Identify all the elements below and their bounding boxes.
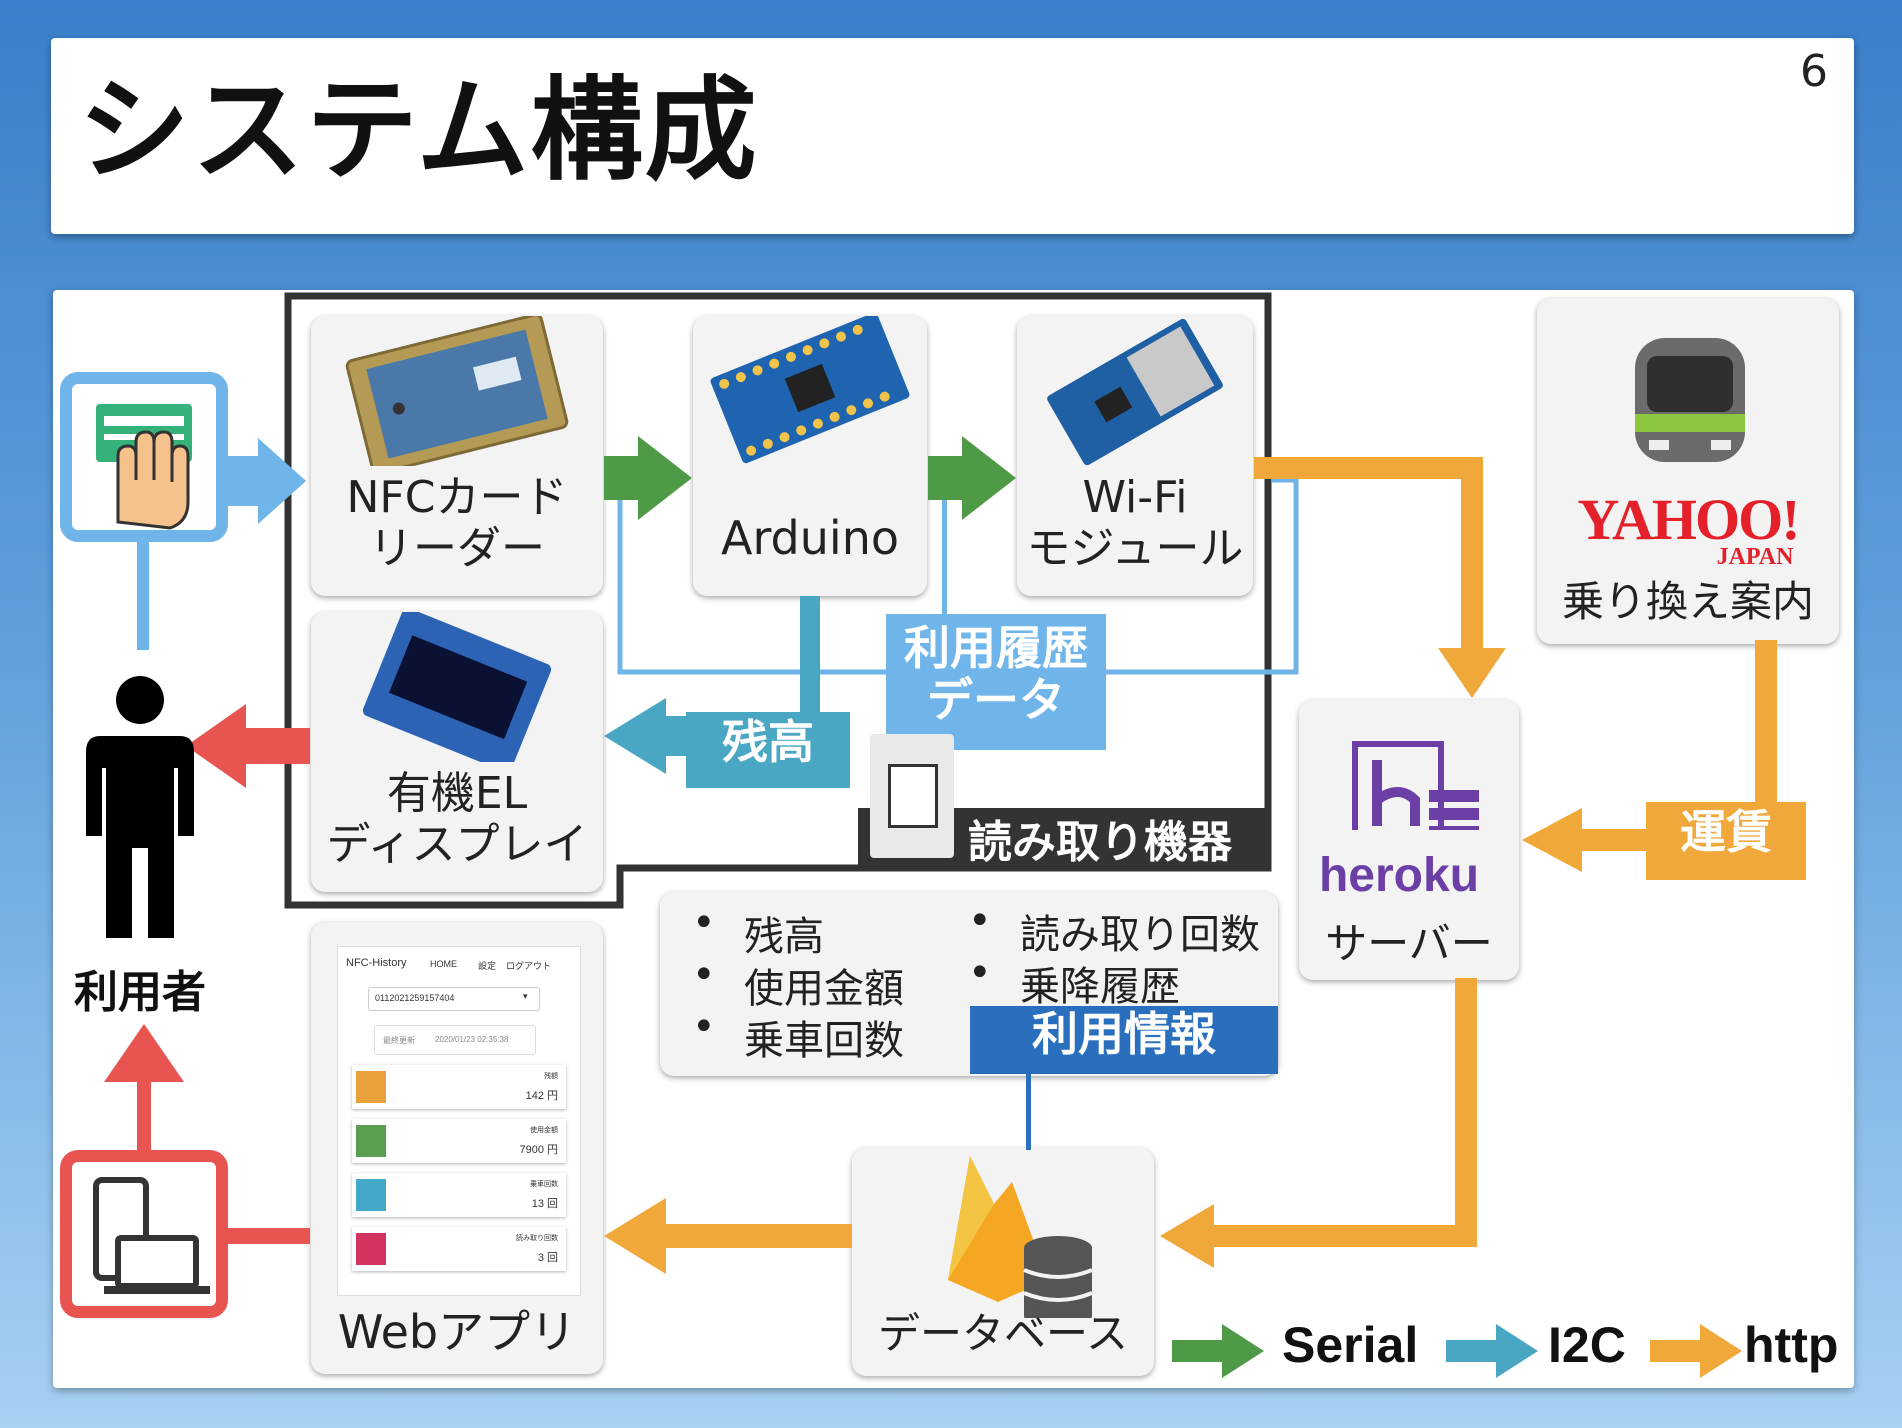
legend-http-label: http: [1744, 1317, 1839, 1373]
wifi-module-label: Wi-Fi モジュール: [1026, 472, 1244, 575]
nfc-small-icon: [356, 1233, 386, 1265]
webapp-row-label: 読み取り回数: [516, 1235, 558, 1242]
arduino-card: Arduino: [693, 312, 927, 596]
user-card-link: [137, 530, 149, 650]
history-data-line: [617, 477, 1299, 675]
server-card: heroku サーバー: [1299, 700, 1519, 980]
webapp-brand: NFC-History: [346, 957, 407, 969]
webapp-row-label: 使用金額: [530, 1127, 558, 1134]
webapp-card: NFC-History HOME 設定 ログアウト 01120212591574…: [311, 922, 603, 1374]
webapp-card-select[interactable]: 0112021259157404 ▾: [368, 987, 540, 1011]
legend-arrows: [1172, 1324, 1742, 1378]
usage-item: 読み取り回数: [950, 898, 1260, 958]
yahoo-transit-label: 乗り換え案内: [1561, 577, 1814, 626]
webapp-card-id: 0112021259157404: [375, 993, 455, 1003]
legend-i2c-arrow: [1496, 1324, 1538, 1378]
serial-arrow-arduino-wifi: [962, 436, 1016, 520]
wifi-module-card: Wi-Fi モジュール: [1017, 316, 1253, 596]
oled-display-card: 有機EL ディスプレイ: [311, 608, 603, 892]
page-number: 6: [1800, 46, 1828, 97]
user-label: 利用者: [74, 967, 206, 1018]
title-banner: [51, 38, 1854, 234]
webapp-row-rides: 乗車回数 13 回: [352, 1173, 566, 1217]
usage-item: 乗車回数: [674, 1004, 904, 1064]
nfc-reader-label: NFCカード リーダー: [346, 472, 568, 575]
yahoo-logo-sub: JAPAN: [1716, 544, 1794, 570]
i2c-arrow-arduino-oled: [604, 698, 666, 774]
webapp-updated-box: 最終更新 2020/01/23 02:35:38: [374, 1025, 536, 1055]
legend-serial-label: Serial: [1282, 1317, 1419, 1373]
wifi-module-image: [1047, 318, 1223, 466]
webapp-row-label: 残額: [544, 1073, 558, 1080]
webapp-updated-value: 2020/01/23 02:35:38: [435, 1035, 509, 1044]
chevron-down-icon: ▾: [523, 991, 528, 1001]
http-arrow-db-webapp: [604, 1198, 666, 1274]
cash-icon: [356, 1125, 386, 1157]
webapp-label: Webアプリ: [337, 1305, 577, 1359]
webapp-row-balance: 残額 142 円: [352, 1065, 566, 1109]
balance-tag: 残高: [686, 712, 850, 788]
webapp-nav-logout[interactable]: ログアウト: [506, 961, 552, 971]
slide-title: システム構成: [78, 66, 759, 196]
usage-items-right: 読み取り回数 乗降履歴: [950, 898, 1260, 1010]
webapp-nav-settings[interactable]: 設定: [478, 961, 497, 971]
card-touch-icon: [60, 372, 228, 542]
yahoo-logo: YAHOO!: [1577, 487, 1800, 552]
device-group-label: 読み取り機器: [968, 817, 1232, 868]
serial-arrow-nfc-arduino: [638, 436, 692, 520]
person-icon: [86, 676, 194, 938]
usage-info-tag: 利用情報: [970, 1006, 1278, 1074]
arduino-label: Arduino: [720, 511, 899, 565]
usage-item: 乗降履歴: [950, 950, 1260, 1010]
webapp-row-spent: 使用金額 7900 円: [352, 1119, 566, 1163]
history-data-tag: 利用履歴 データ: [886, 614, 1106, 750]
nfc-reader-image: [345, 313, 569, 475]
nfc-reader-card: NFCカード リーダー: [311, 313, 603, 596]
train-icon: [1635, 338, 1745, 462]
usage-item: 使用金額: [674, 952, 904, 1012]
heroku-logo: heroku: [1318, 849, 1480, 902]
legend-http-arrow: [1700, 1324, 1742, 1378]
server-label: サーバー: [1325, 919, 1493, 968]
webapp-row-value: 7900 円: [519, 1144, 558, 1156]
webapp-row-label: 乗車回数: [530, 1181, 558, 1188]
device-photo-screen: [888, 764, 938, 828]
database-card: データベース: [852, 1148, 1154, 1376]
card-to-reader-arrow: [258, 438, 306, 524]
train-small-icon: [356, 1179, 386, 1211]
webapp-row-reads: 読み取り回数 3 回: [352, 1227, 566, 1271]
devices-to-user-arrow: [104, 1024, 184, 1082]
database-label: データベース: [878, 1309, 1128, 1358]
arduino-image: [710, 312, 910, 464]
device-photo: [870, 734, 954, 858]
usage-items-left: 残高 使用金額 乗車回数: [674, 900, 904, 1064]
webapp-row-value: 3 回: [537, 1252, 558, 1264]
http-arrow-wifi-server: [1438, 648, 1506, 698]
usage-item: 残高: [674, 900, 904, 960]
yahoo-transit-card: YAHOO! JAPAN 乗り換え案内: [1537, 298, 1839, 644]
legend-serial-arrow: [1222, 1324, 1264, 1378]
webapp-row-value: 13 回: [531, 1198, 558, 1210]
oled-to-user-arrow: [186, 704, 246, 788]
webapp-screenshot: NFC-History HOME 設定 ログアウト 01120212591574…: [337, 946, 581, 1296]
legend-i2c-label: I2C: [1548, 1317, 1626, 1373]
webapp-nav-home[interactable]: HOME: [430, 959, 457, 969]
fare-tag: 運賃: [1646, 802, 1806, 880]
http-arrow-yahoo-server: [1522, 808, 1582, 872]
webapp-updated-label: 最終更新: [383, 1036, 415, 1045]
http-arrow-server-db: [1160, 1204, 1214, 1268]
devices-icon: [60, 1150, 228, 1318]
oled-display-label: 有機EL ディスプレイ: [326, 768, 588, 871]
oled-display-image: [362, 608, 552, 772]
money-icon: [356, 1071, 386, 1103]
webapp-row-value: 142 円: [525, 1090, 558, 1102]
